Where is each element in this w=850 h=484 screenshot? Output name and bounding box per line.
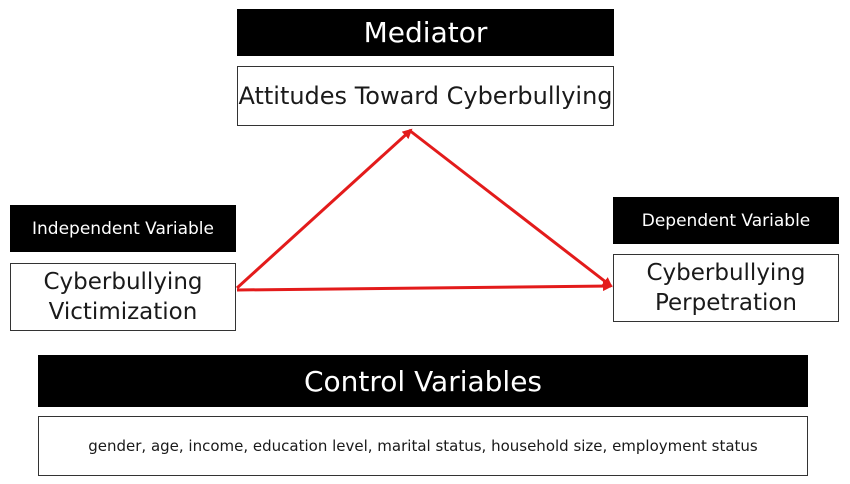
- arrow-iv-to-dv: [236, 281, 613, 292]
- control-variables-header: Control Variables: [38, 355, 808, 407]
- dependent-variable-box: Cyberbullying Perpetration: [613, 254, 839, 322]
- arrow-mediator-to-dv: [408, 128, 613, 288]
- arrow-iv-to-mediator: [235, 128, 413, 290]
- mediator-box: Attitudes Toward Cyberbullying: [237, 66, 614, 126]
- mediator-header: Mediator: [237, 9, 614, 56]
- dependent-variable-header: Dependent Variable: [613, 197, 839, 244]
- independent-variable-label-line2: Victimization: [48, 299, 198, 325]
- control-variables-box: gender, age, income, education level, ma…: [38, 416, 808, 476]
- independent-variable-label-line1: Cyberbullying: [43, 269, 203, 295]
- independent-variable-header: Independent Variable: [10, 205, 236, 252]
- independent-variable-box: Cyberbullying Victimization: [10, 263, 236, 331]
- dependent-variable-label-line2: Perpetration: [654, 290, 798, 316]
- dependent-variable-label-line1: Cyberbullying: [646, 260, 806, 286]
